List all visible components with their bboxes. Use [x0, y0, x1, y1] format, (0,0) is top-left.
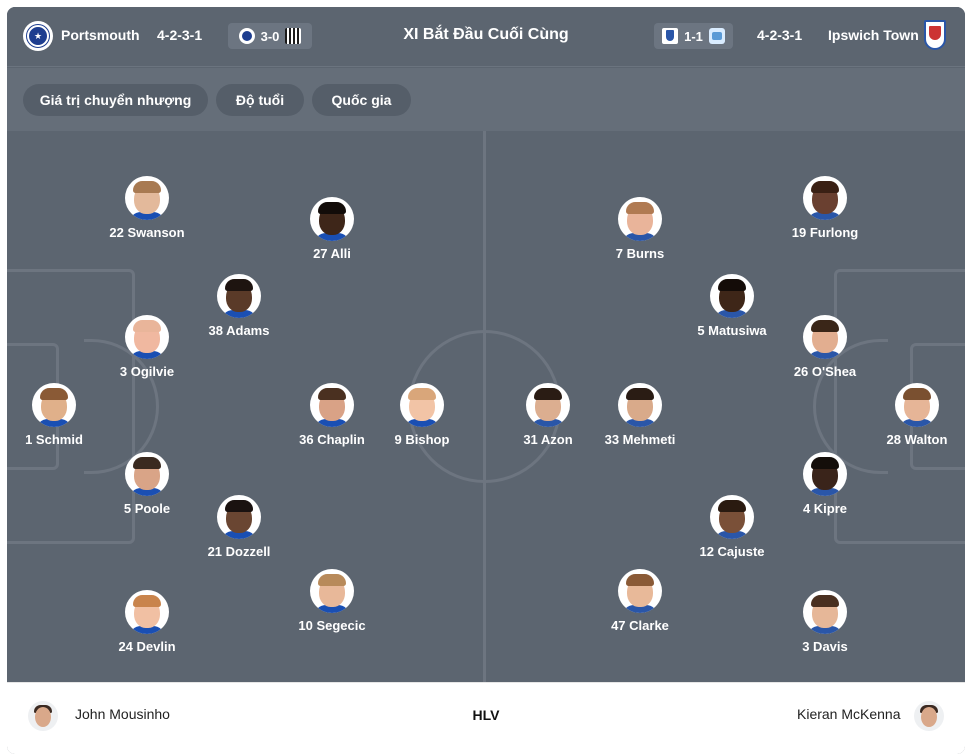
away-player[interactable]: 3 Davis — [760, 590, 890, 654]
portsmouth-mini-logo-icon — [238, 28, 255, 44]
ipswich-mini-logo-icon — [662, 28, 679, 44]
home-recent-score: 3-0 — [260, 28, 280, 44]
home-player[interactable]: 24 Devlin — [82, 590, 212, 654]
player-name: 24 Devlin — [118, 639, 176, 654]
player-avatar — [217, 274, 261, 318]
away-player[interactable]: 7 Burns — [575, 197, 705, 261]
player-name: 3 Davis — [802, 639, 848, 654]
player-name: 1 Schmid — [25, 432, 83, 447]
player-avatar — [125, 590, 169, 634]
away-player[interactable]: 5 Matusiwa — [667, 274, 797, 338]
player-name: 7 Burns — [615, 246, 665, 261]
page-title: XI Bắt Đầu Cuối Cùng — [403, 26, 569, 43]
player-name: 3 Ogilvie — [119, 364, 175, 379]
filter-bar: Giá trị chuyển nhượng Độ tuổi Quốc gia — [7, 68, 965, 131]
away-player[interactable]: 33 Mehmeti — [575, 383, 705, 447]
away-formation: 4-2-3-1 — [757, 27, 803, 43]
player-avatar — [310, 569, 354, 613]
portsmouth-logo-icon[interactable]: ★ — [23, 21, 53, 51]
home-player[interactable]: 9 Bishop — [357, 383, 487, 447]
home-team-name[interactable]: Portsmouth — [61, 27, 140, 43]
player-name: 5 Poole — [123, 501, 171, 516]
filter-age-button[interactable]: Độ tuổi — [216, 84, 304, 116]
away-player[interactable]: 47 Clarke — [575, 569, 705, 633]
player-avatar — [803, 590, 847, 634]
player-name: 26 O'Shea — [793, 364, 857, 379]
player-avatar — [803, 452, 847, 496]
away-player[interactable]: 4 Kipre — [760, 452, 890, 516]
player-avatar — [217, 495, 261, 539]
coaches-row: John Mousinho HLV Kieran McKenna — [7, 682, 965, 754]
coach-label: HLV — [472, 707, 500, 723]
lineup-card: ★ Portsmouth 4-2-3-1 3-0 XI Bắt Đầu Cuối… — [7, 7, 965, 754]
filter-transfer-value-button[interactable]: Giá trị chuyển nhượng — [23, 84, 208, 116]
home-player[interactable]: 21 Dozzell — [174, 495, 304, 559]
player-avatar — [803, 176, 847, 220]
home-player[interactable]: 27 Alli — [267, 197, 397, 261]
away-player[interactable]: 26 O'Shea — [760, 315, 890, 379]
player-avatar — [400, 383, 444, 427]
home-recent-match[interactable]: 3-0 — [228, 23, 312, 49]
lineup-header: ★ Portsmouth 4-2-3-1 3-0 XI Bắt Đầu Cuối… — [7, 7, 965, 67]
player-name: 9 Bishop — [394, 432, 450, 447]
away-player[interactable]: 19 Furlong — [760, 176, 890, 240]
player-avatar — [526, 383, 570, 427]
player-name: 10 Segecic — [298, 618, 366, 633]
away-player[interactable]: 28 Walton — [852, 383, 965, 447]
home-player[interactable]: 1 Schmid — [7, 383, 119, 447]
player-avatar — [618, 569, 662, 613]
player-avatar — [310, 197, 354, 241]
player-avatar — [618, 197, 662, 241]
player-avatar — [32, 383, 76, 427]
player-name: 21 Dozzell — [207, 544, 271, 559]
player-name: 4 Kipre — [802, 501, 848, 516]
away-recent-match[interactable]: 1-1 — [654, 23, 733, 49]
away-player[interactable]: 31 Azon — [483, 383, 613, 447]
pitch: 1 Schmid 3 Ogilvie 5 Poole 22 Swanson 24 Dev… — [7, 131, 965, 682]
player-avatar — [710, 495, 754, 539]
away-coach-name[interactable]: Kieran McKenna — [797, 706, 901, 722]
home-coach-avatar[interactable] — [28, 701, 58, 731]
home-player[interactable]: 5 Poole — [82, 452, 212, 516]
player-name: 36 Chaplin — [299, 432, 365, 447]
home-player[interactable]: 36 Chaplin — [267, 383, 397, 447]
away-recent-score: 1-1 — [684, 28, 703, 44]
opponent-mini-logo-icon — [708, 28, 725, 44]
player-name: 22 Swanson — [109, 225, 185, 240]
player-avatar — [125, 315, 169, 359]
home-player[interactable]: 22 Swanson — [82, 176, 212, 240]
player-avatar — [895, 383, 939, 427]
player-name: 27 Alli — [313, 246, 351, 261]
home-coach-name[interactable]: John Mousinho — [75, 706, 170, 722]
away-coach-avatar[interactable] — [914, 701, 944, 731]
west-brom-mini-logo-icon — [285, 28, 302, 44]
filter-nationality-button[interactable]: Quốc gia — [312, 84, 411, 116]
player-name: 38 Adams — [208, 323, 270, 338]
away-team-name[interactable]: Ipswich Town — [828, 27, 919, 43]
home-player[interactable]: 38 Adams — [174, 274, 304, 338]
player-avatar — [125, 452, 169, 496]
player-name: 33 Mehmeti — [604, 432, 676, 447]
player-name: 47 Clarke — [611, 618, 669, 633]
home-formation: 4-2-3-1 — [157, 27, 203, 43]
home-player[interactable]: 10 Segecic — [267, 569, 397, 633]
home-player[interactable]: 3 Ogilvie — [82, 315, 212, 379]
player-name: 12 Cajuste — [699, 544, 765, 559]
ipswich-logo-icon[interactable] — [924, 20, 946, 50]
player-avatar — [125, 176, 169, 220]
away-player[interactable]: 12 Cajuste — [667, 495, 797, 559]
player-name: 19 Furlong — [791, 225, 859, 240]
player-avatar — [710, 274, 754, 318]
player-name: 5 Matusiwa — [697, 323, 767, 338]
player-name: 28 Walton — [886, 432, 948, 447]
player-avatar — [803, 315, 847, 359]
player-name: 31 Azon — [523, 432, 573, 447]
player-avatar — [618, 383, 662, 427]
player-avatar — [310, 383, 354, 427]
